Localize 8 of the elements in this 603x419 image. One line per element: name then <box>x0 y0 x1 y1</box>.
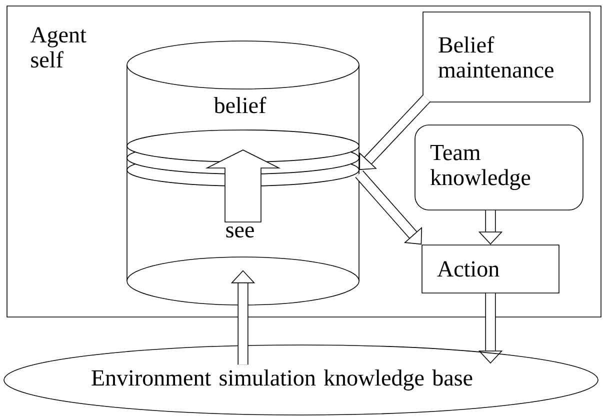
block-arrow <box>359 94 430 170</box>
cylinder-label: belief <box>214 96 266 114</box>
cylinder-label: see <box>226 226 254 238</box>
block-arrow <box>355 170 422 245</box>
knowledge-box: Team knowledge <box>414 124 584 210</box>
process-box: Belief maintenance <box>422 12 590 102</box>
belief-cylinder <box>126 40 360 306</box>
process-box: Action <box>422 244 560 294</box>
